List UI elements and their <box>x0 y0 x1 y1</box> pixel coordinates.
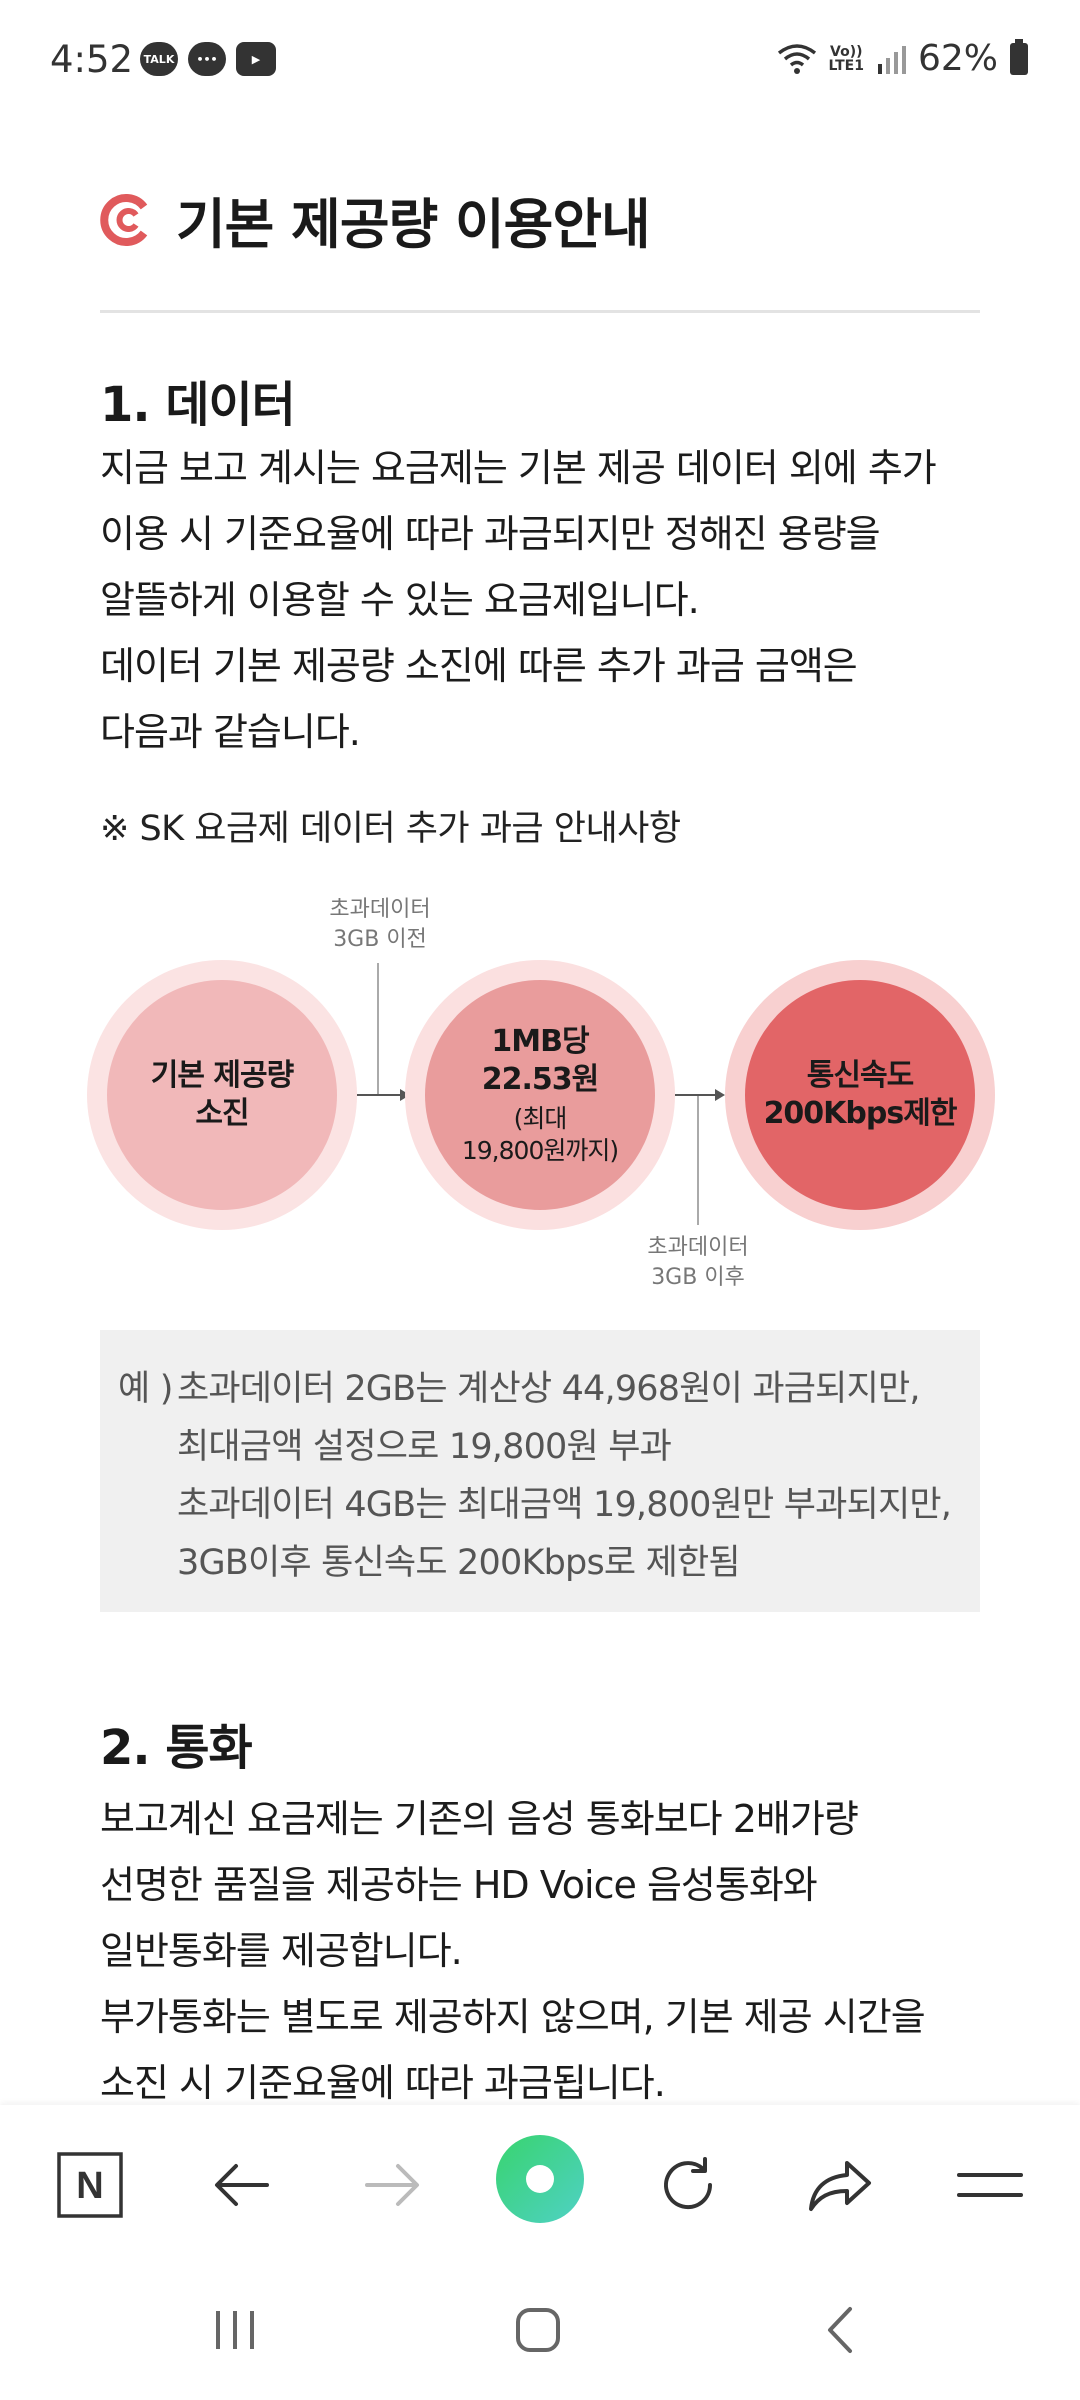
status-bar: 4:52 TALK ••• ▶ Vo)) LTE1 62% <box>0 0 1080 124</box>
recent-apps-icon <box>216 2311 254 2349</box>
label-before-3gb: 초과데이터 3GB 이전 <box>329 897 431 952</box>
share-icon <box>809 2161 871 2211</box>
note-text: ※ SK 요금제 데이터 추가 과금 안내사항 <box>100 809 681 849</box>
forward-arrow-icon <box>365 2164 419 2206</box>
example-prefix: 예 ) <box>118 1369 173 1409</box>
section2-paragraph: 보고계신 요금제는 기존의 음성 통화보다 2배가량 선명한 품질을 제공하는 … <box>100 1797 926 2105</box>
divider <box>100 310 980 313</box>
system-nav-bar <box>0 2255 1080 2400</box>
back-arrow-icon <box>215 2164 269 2206</box>
naver-n-icon[interactable]: N <box>50 2145 130 2225</box>
home-button[interactable] <box>498 2300 578 2360</box>
home-icon <box>516 2308 560 2352</box>
share-button[interactable] <box>800 2145 880 2225</box>
refresh-button[interactable] <box>648 2145 728 2225</box>
example-line: 3GB이후 통신속도 200Kbps로 제한됨 <box>177 1543 741 1583</box>
page-header: 기본 제공량 이용안내 <box>100 180 980 259</box>
diagram-connectors <box>355 963 725 1225</box>
youtube-icon: ▶ <box>236 42 276 76</box>
svg-text:N: N <box>76 2165 103 2207</box>
green-dot-button[interactable] <box>494 2133 586 2225</box>
example-line: 초과데이터 2GB는 계산상 44,968원이 과금되지만, <box>177 1369 921 1409</box>
kakaotalk-icon: TALK <box>140 42 178 76</box>
section-title-call: 2. 통화 <box>100 1720 253 1776</box>
refresh-icon <box>664 2157 713 2210</box>
brand-c-icon <box>100 193 148 246</box>
battery-icon <box>1010 38 1028 75</box>
recent-apps-button[interactable] <box>195 2300 275 2360</box>
example-line: 최대금액 설정으로 19,800원 부과 <box>177 1427 672 1467</box>
section1-paragraph: 지금 보고 계시는 요금제는 기본 제공 데이터 외에 추가 이용 시 기준요율… <box>100 446 937 754</box>
chat-bubble-icon: ••• <box>188 42 226 76</box>
back-button[interactable] <box>202 2145 282 2225</box>
page-title: 기본 제공량 이용안내 <box>176 193 651 256</box>
volte-icon: Vo)) LTE1 <box>828 43 864 74</box>
forward-button[interactable] <box>352 2145 432 2225</box>
menu-icon <box>957 2173 1023 2197</box>
section-title-data: 1. 데이터 <box>100 377 296 433</box>
label-after-3gb: 초과데이터 3GB 이후 <box>647 1235 749 1290</box>
browser-toolbar: N <box>0 2105 1080 2255</box>
status-time: 4:52 <box>50 38 134 81</box>
signal-icon <box>877 45 906 74</box>
wifi-icon <box>777 43 816 74</box>
battery-percent: 62% <box>917 38 998 79</box>
example-line: 초과데이터 4GB는 최대금액 19,800원만 부과되지만, <box>177 1485 952 1525</box>
menu-button[interactable] <box>950 2145 1030 2225</box>
example-box <box>100 1330 980 1612</box>
green-dot-icon <box>496 2135 584 2223</box>
system-back-icon <box>828 2307 852 2353</box>
system-back-button[interactable] <box>800 2300 880 2360</box>
